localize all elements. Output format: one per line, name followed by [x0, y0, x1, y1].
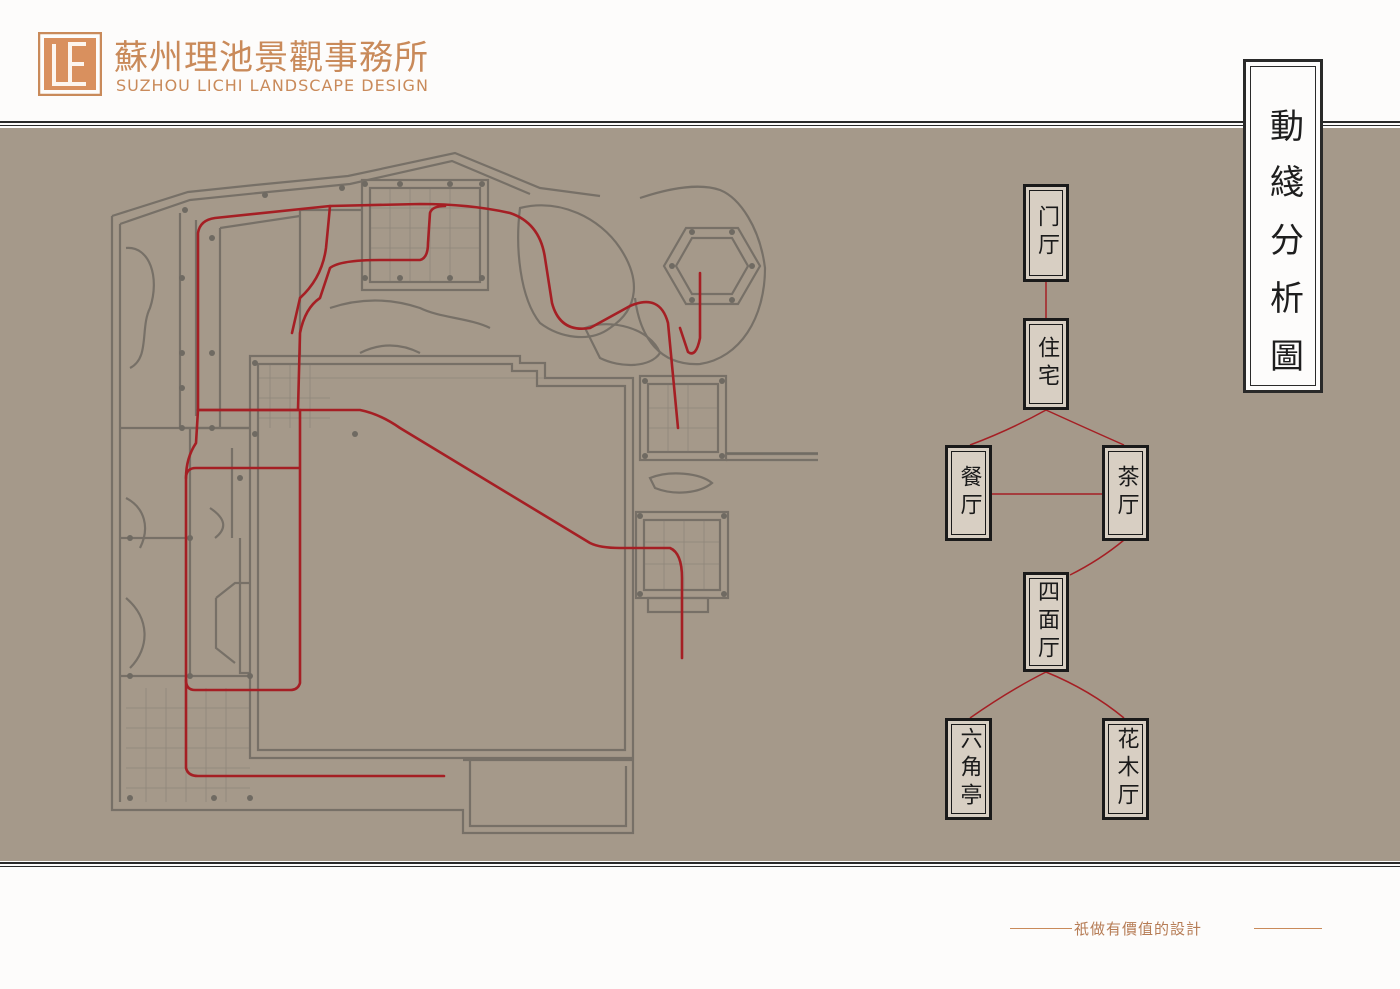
node-liujiaoting: 六角亭 [945, 718, 992, 820]
node-label: 六角亭 [956, 727, 982, 811]
studio-name-en: SUZHOU LICHI LANDSCAPE DESIGN [116, 76, 429, 95]
node-label: 餐厅 [956, 465, 982, 521]
node-chating: 茶厅 [1102, 445, 1149, 541]
node-label: 住宅 [1034, 336, 1059, 392]
node-huamuting: 花木厅 [1102, 718, 1149, 820]
node-label: 四面厅 [1034, 580, 1059, 664]
title-char: 圖 [1270, 337, 1304, 377]
title-char: 析 [1270, 279, 1304, 319]
slogan-line-left [1010, 928, 1072, 929]
top-rule [0, 121, 1400, 123]
bottom-rule-thin [0, 866, 1400, 867]
node-zhuzhai: 住宅 [1023, 318, 1069, 410]
studio-logo [38, 32, 102, 96]
bottom-rule [0, 862, 1400, 864]
node-canting: 餐厅 [945, 445, 992, 541]
title-char: 綫 [1270, 163, 1304, 203]
node-label: 花木厅 [1113, 727, 1139, 811]
node-men: 门厅 [1023, 184, 1069, 282]
studio-name-cn: 蘇州理池景觀事務所 [114, 38, 429, 78]
node-simianting: 四面厅 [1023, 572, 1069, 672]
node-label: 门厅 [1034, 205, 1059, 261]
studio-slogan: 祇做有價值的設計 [1074, 920, 1203, 938]
slogan-line-right [1254, 928, 1322, 929]
top-rule-thin [0, 125, 1400, 126]
garden-plan [110, 151, 818, 835]
title-char: 分 [1270, 221, 1304, 261]
title-char: 動 [1270, 107, 1304, 147]
plan-background [0, 128, 1400, 861]
node-label: 茶厅 [1113, 465, 1139, 521]
diagram-title: 動 綫 分 析 圖 [1243, 59, 1323, 393]
